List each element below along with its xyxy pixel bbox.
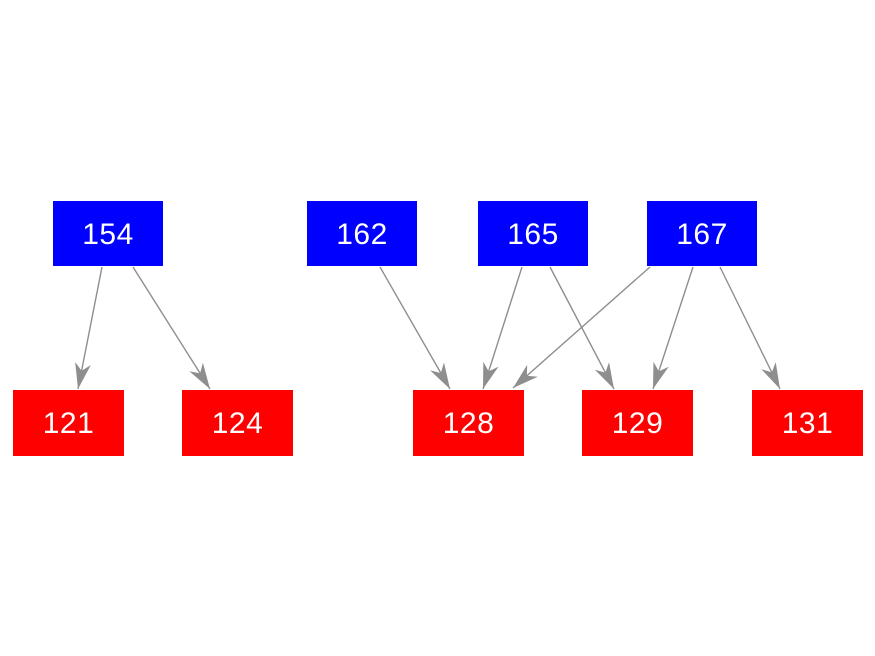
graph-node-label: 124 [211, 407, 264, 440]
graph-node-124: 124 [182, 390, 293, 456]
graph-node-162: 162 [307, 201, 417, 266]
graph-edge-165-129 [549, 266, 615, 390]
graph-node-154: 154 [53, 201, 163, 266]
graph-node-label: 167 [676, 217, 728, 251]
graph-node-label: 162 [336, 217, 388, 251]
graph-node-129: 129 [582, 390, 693, 456]
graph-node-label: 165 [507, 217, 559, 251]
graph-node-128: 128 [413, 390, 524, 456]
graph-edge-162-128 [379, 266, 451, 390]
graph-edge-154-121 [75, 266, 103, 390]
graph-node-label: 128 [442, 407, 495, 440]
graph-edge-165-128 [482, 266, 523, 390]
graph-node-label: 154 [82, 217, 134, 251]
graph-node-165: 165 [478, 201, 588, 266]
graph-edge-167-128 [512, 266, 651, 389]
graph-node-label: 129 [611, 407, 664, 440]
graph-node-167: 167 [647, 201, 757, 266]
graph-node-label: 121 [42, 407, 95, 440]
graph-node-label: 131 [781, 407, 834, 440]
graph-edge-167-129 [652, 266, 694, 390]
graph-node-131: 131 [752, 390, 863, 456]
graph-node-121: 121 [13, 390, 124, 456]
graph-edge-167-131 [719, 266, 781, 390]
graph-edge-154-124 [132, 266, 211, 390]
